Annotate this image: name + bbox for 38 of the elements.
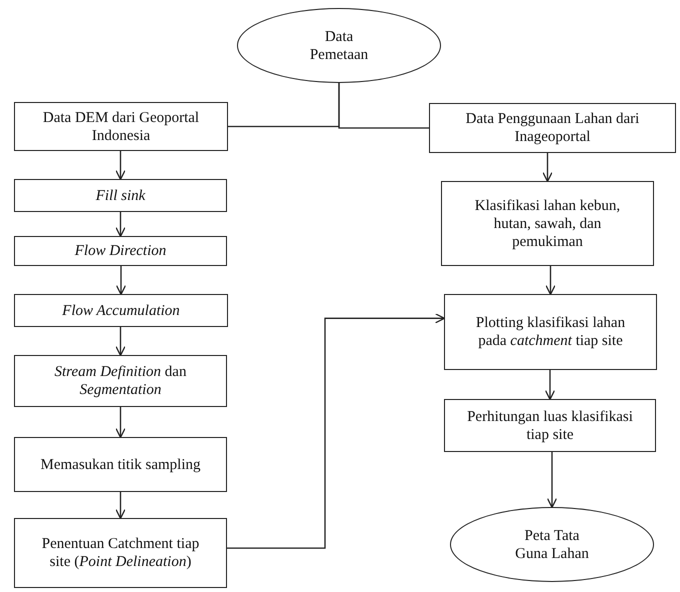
node-text: Fill sink (96, 186, 146, 204)
process-box (444, 294, 657, 370)
process-box (444, 399, 656, 452)
arrow (115, 212, 126, 238)
node-text: Stream Definition dan Segmentation (54, 363, 188, 399)
node-text: Data Pemetaan (308, 28, 370, 64)
process-box (14, 102, 228, 151)
arrow (115, 407, 126, 438)
ellipse-node (237, 8, 441, 83)
node-text: Klasifikasi lahan kebun, hutan, sawah, dan pemukiman (474, 196, 622, 250)
process-box (14, 294, 228, 327)
arrow (115, 492, 126, 520)
arrow (116, 266, 126, 296)
node-text: Peta Tata Guna Lahan (514, 526, 590, 562)
arrow (227, 313, 446, 549)
node-text: Flow Direction (74, 242, 166, 260)
node-text: Data DEM dari Geoportal Indonesia (42, 108, 200, 144)
node-text: Flow Accumulation (62, 302, 180, 320)
ellipse-node (450, 507, 654, 582)
process-box (441, 181, 654, 266)
arrow (542, 153, 553, 182)
arrow (115, 327, 126, 356)
arrow (546, 452, 558, 508)
arrow (545, 266, 556, 296)
node-text: Penentuan Catchment tiap site (Point Delineation) (40, 535, 200, 571)
process-box (14, 437, 227, 492)
arrow (544, 370, 556, 400)
arrow (115, 151, 126, 180)
process-box (14, 518, 227, 588)
node-text: Memasukan titik sampling (40, 456, 200, 474)
node-text: Data Penggunaan Lahan dari Inageoportal (464, 110, 640, 146)
process-box (14, 236, 227, 266)
process-box (14, 179, 227, 212)
process-box (14, 355, 227, 407)
node-text: Perhitungan luas klasifikasi tiap site (467, 408, 633, 444)
node-text: Plotting klasifikasi lahan pada catchment tiap site (474, 314, 626, 350)
process-box (429, 103, 676, 153)
connector-line (338, 83, 429, 129)
